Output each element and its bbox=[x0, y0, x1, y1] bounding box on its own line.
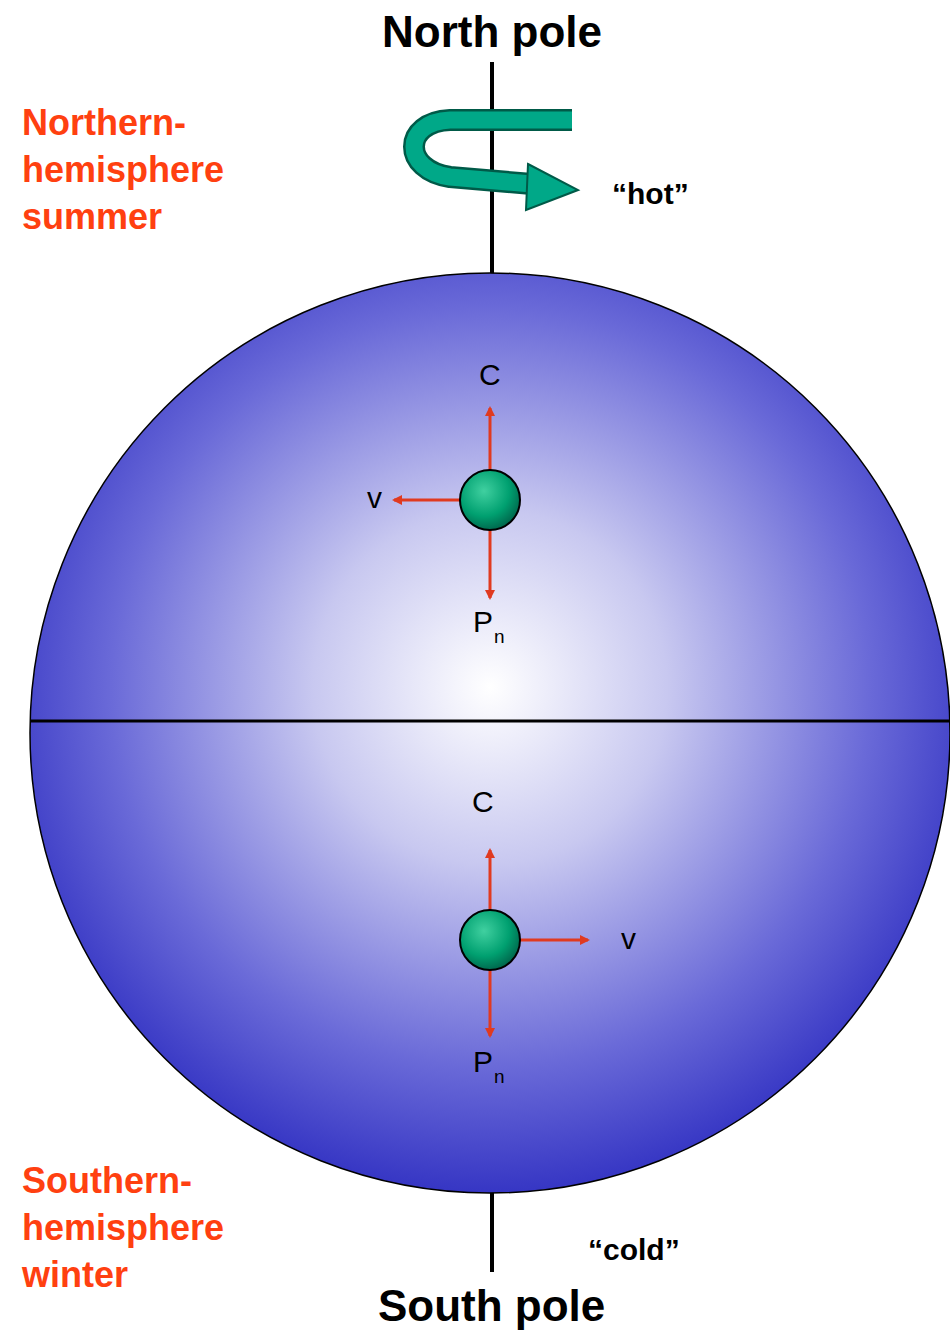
rotation-arrow bbox=[414, 120, 578, 210]
vector-label: v bbox=[367, 480, 382, 516]
subscript: n bbox=[494, 626, 505, 649]
axis-line bbox=[490, 1185, 494, 1272]
season-label: Southern-hemisphere winter bbox=[22, 1158, 284, 1298]
vector-arrows bbox=[394, 408, 588, 1036]
pole-label: North pole bbox=[382, 6, 602, 59]
subscript: n bbox=[494, 1066, 505, 1089]
season-label: Northern-hemisphere summer bbox=[22, 100, 284, 240]
equator-line bbox=[30, 720, 950, 723]
pole-label: South pole bbox=[378, 1280, 605, 1333]
vector-label: v bbox=[621, 921, 636, 957]
particle-ball bbox=[460, 910, 520, 970]
vector-label: P bbox=[473, 1044, 493, 1080]
earth-sphere bbox=[30, 273, 950, 1193]
vector-label: P bbox=[473, 604, 493, 640]
vector-label: C bbox=[479, 357, 501, 393]
particle-ball bbox=[460, 470, 520, 530]
temperature-label: “cold” bbox=[588, 1232, 680, 1268]
temperature-label: “hot” bbox=[612, 176, 689, 212]
vector-label: C bbox=[472, 784, 494, 820]
